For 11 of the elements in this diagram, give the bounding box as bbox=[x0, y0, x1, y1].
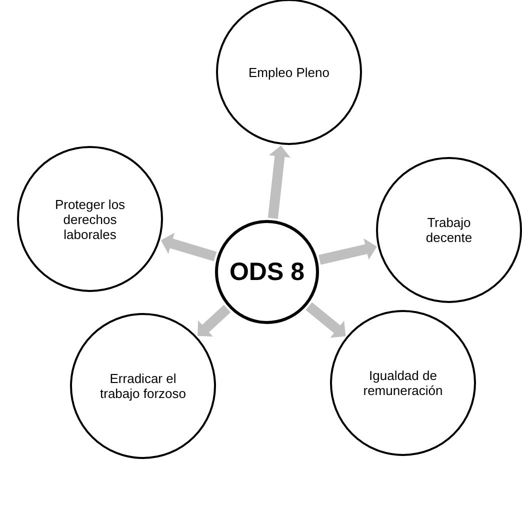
node-label: Igualdad de remuneración bbox=[362, 368, 444, 398]
node-label: Proteger los derechos laborales bbox=[54, 196, 126, 242]
block-arrow bbox=[318, 238, 377, 265]
block-arrow bbox=[268, 146, 291, 219]
node-label: Empleo Pleno bbox=[248, 64, 330, 80]
block-arrow bbox=[160, 232, 217, 262]
center-title: ODS 8 bbox=[229, 258, 305, 286]
block-arrow bbox=[198, 304, 231, 337]
node-label: Trabajo decente bbox=[424, 215, 474, 245]
node-label: Erradicar el trabajo forzoso bbox=[99, 371, 187, 401]
block-arrow bbox=[306, 302, 346, 338]
